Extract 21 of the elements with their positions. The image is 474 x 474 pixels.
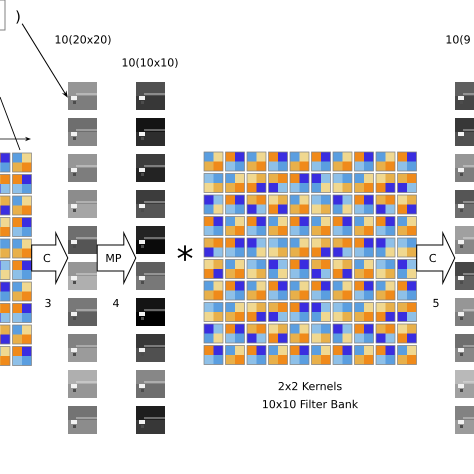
layer-label: 2x2 Kernels bbox=[278, 382, 342, 390]
layer-label: 10(20x20) bbox=[56, 35, 111, 45]
edge-label: MP bbox=[106, 254, 122, 262]
step-number: 5 bbox=[433, 298, 439, 308]
feature-map-column bbox=[455, 82, 474, 434]
edge-label: C bbox=[429, 254, 436, 262]
layer-label: 10(9 bbox=[446, 35, 470, 45]
block-arrow bbox=[416, 230, 456, 286]
kernel-grid bbox=[204, 152, 417, 365]
layer-label: 10(10x10) bbox=[122, 58, 178, 68]
convolution-symbol: * bbox=[178, 245, 192, 261]
feature-map-column bbox=[68, 82, 98, 434]
step-number: 3 bbox=[45, 298, 51, 308]
feature-map-column bbox=[136, 82, 166, 434]
step-number: 4 bbox=[113, 299, 119, 308]
edge-label: C bbox=[44, 254, 50, 262]
layer-label: 10x10 Filter Bank bbox=[263, 400, 358, 408]
bracket-text: ) bbox=[16, 10, 20, 24]
block-arrow bbox=[96, 230, 136, 286]
kernel-grid bbox=[0, 152, 32, 366]
block-arrow bbox=[31, 230, 68, 286]
